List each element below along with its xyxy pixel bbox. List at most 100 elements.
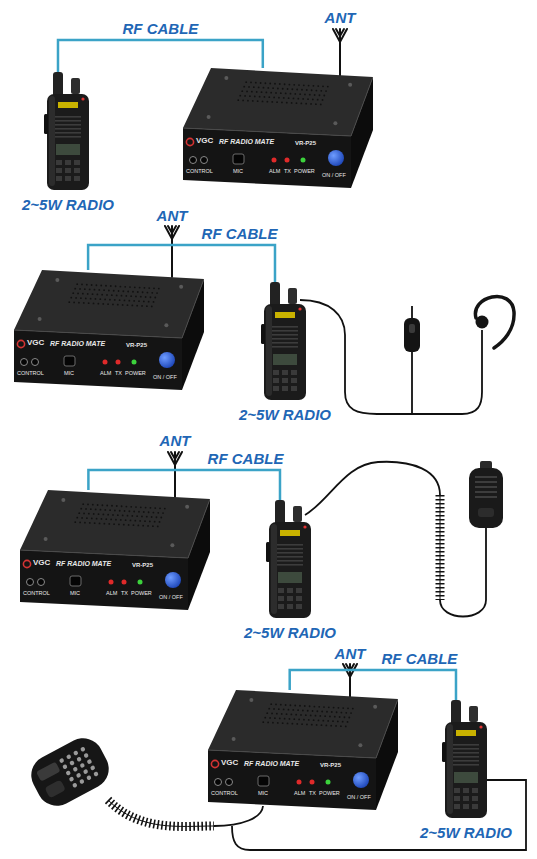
box-drawing [345, 725, 347, 727]
box-drawing [232, 737, 236, 741]
speaker-microphone [475, 481, 497, 483]
box-drawing [107, 514, 109, 516]
box-drawing [98, 513, 100, 515]
box-drawing [296, 102, 298, 104]
box-drawing [102, 504, 104, 506]
keypad-microphone [93, 771, 99, 777]
box-drawing [284, 83, 286, 85]
box-drawing [125, 295, 127, 297]
radio-drawing [282, 378, 288, 383]
radio-drawing [272, 342, 298, 344]
box-drawing [38, 579, 45, 586]
box-drawing [254, 96, 256, 98]
radio-drawing [43, 72, 93, 192]
box-drawing [143, 301, 145, 303]
box-drawing [70, 576, 81, 586]
antenna-label: ANT [158, 432, 193, 449]
radio-drawing [55, 116, 81, 118]
panel-label: POWER [319, 790, 340, 796]
box-drawing [303, 84, 305, 86]
box-drawing [17, 340, 24, 347]
radio-drawing [472, 796, 478, 801]
box-drawing [185, 505, 189, 509]
radio-drawing [278, 588, 284, 593]
box-drawing [274, 717, 276, 719]
speaker-microphone [475, 486, 497, 488]
box-drawing [265, 82, 267, 84]
radio-drawing [47, 94, 89, 190]
keypad-microphone [59, 758, 65, 764]
box-drawing [332, 720, 334, 722]
box-drawing [109, 299, 111, 301]
box-drawing [179, 285, 183, 289]
box-drawing [275, 92, 277, 94]
radio-drawing [55, 128, 81, 130]
box-drawing [142, 291, 144, 293]
keypad-microphone [69, 776, 75, 782]
box-drawing [130, 295, 132, 297]
box-drawing [183, 128, 351, 188]
panel-label: VGC [221, 759, 238, 768]
box-drawing [132, 360, 137, 365]
cable-label: RF CABLE [379, 650, 459, 667]
box-drawing [306, 723, 308, 725]
radio-label: 2~5W RADIO [418, 824, 514, 841]
box-drawing [282, 88, 284, 90]
radio-drawing [277, 548, 303, 550]
box-drawing [157, 512, 159, 514]
box-drawing [291, 88, 293, 90]
box-drawing [151, 292, 153, 294]
box-drawing [300, 102, 302, 104]
box-drawing [134, 286, 136, 288]
box-drawing [101, 294, 103, 296]
box-drawing [133, 511, 135, 513]
box-drawing [275, 704, 277, 706]
radio-drawing [453, 760, 479, 762]
box-drawing [328, 706, 330, 708]
box-drawing [92, 293, 94, 295]
box-drawing [153, 301, 155, 303]
panel-label: RF RADIO MATE [50, 340, 105, 348]
keypad-microphone [24, 731, 116, 813]
box-drawing [351, 77, 373, 188]
box-drawing [258, 776, 269, 786]
cable-label: RF CABLE [200, 225, 280, 242]
box-drawing [182, 279, 204, 390]
radio-drawing [74, 160, 80, 165]
box-drawing [260, 82, 262, 84]
radio-drawing [453, 744, 479, 746]
earpiece-accessory [404, 318, 420, 352]
panel-label: TX [121, 590, 128, 596]
box-drawing [125, 519, 127, 521]
box-drawing [140, 506, 142, 508]
box-drawing [113, 290, 115, 292]
box-drawing [121, 505, 123, 507]
box-drawing [323, 706, 325, 708]
box-drawing [129, 286, 131, 288]
box-drawing [109, 509, 111, 511]
radio-drawing [275, 312, 295, 318]
keypad-microphone [72, 766, 78, 772]
box-drawing [88, 302, 90, 304]
box-drawing [247, 100, 249, 102]
box-drawing [297, 780, 302, 785]
handheld-radio: 2~5W RADIO [242, 500, 338, 641]
panel-label: POWER [131, 590, 152, 596]
keypad-microphone [73, 750, 79, 756]
box-drawing [269, 717, 271, 719]
box-drawing [20, 550, 188, 610]
keypad-microphone [108, 800, 214, 826]
box-drawing [96, 518, 98, 520]
box-drawing [149, 521, 151, 523]
box-drawing [211, 760, 218, 767]
radio-drawing [55, 120, 81, 122]
box-drawing [85, 508, 87, 510]
box-drawing [270, 703, 272, 705]
box-drawing [252, 100, 254, 102]
box-drawing [128, 300, 130, 302]
box-drawing [72, 292, 74, 294]
box-drawing [358, 743, 362, 747]
box-drawing [99, 298, 101, 300]
radio-drawing [445, 722, 487, 818]
radio-drawing [44, 114, 48, 134]
